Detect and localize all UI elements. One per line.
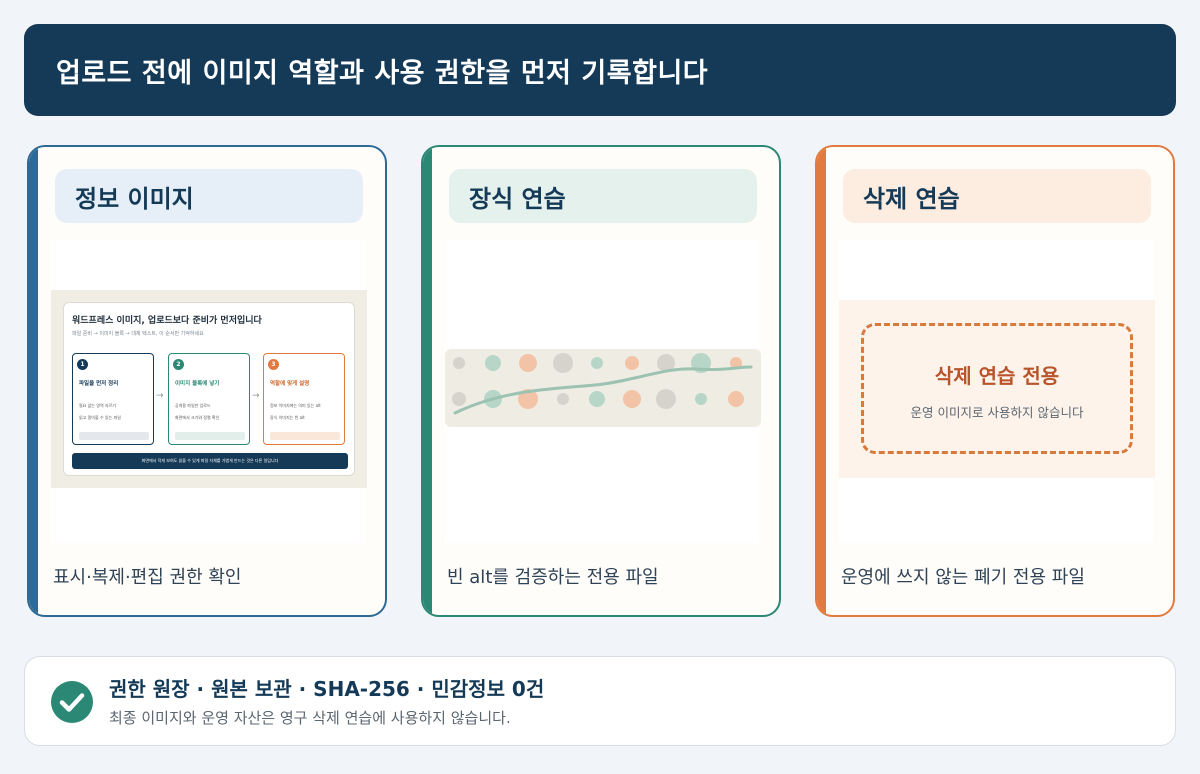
card-preview-area [445, 240, 761, 543]
card-delete-practice: 삭제 연습 삭제 연습 전용 운영 이미지로 사용하지 않습니다 운영에 쓰지 … [815, 145, 1175, 617]
card-caption: 운영에 쓰지 않는 폐기 전용 파일 [841, 567, 1085, 588]
mini-step-bar [270, 432, 340, 440]
card-accent-stripe [423, 147, 432, 615]
card-title-pill: 삭제 연습 [843, 169, 1151, 223]
card-title: 삭제 연습 [863, 184, 960, 213]
mini-step-number: 3 [268, 359, 279, 370]
mini-step-number: 2 [173, 359, 184, 370]
decorative-pattern [445, 349, 761, 427]
mini-step-title: 이미지 블록에 넣기 [175, 381, 220, 387]
delete-practice-title: 삭제 연습 전용 [934, 364, 1060, 388]
summary-bar: 권한 원장 · 원본 보관 · SHA-256 · 민감정보 0건 최종 이미지… [24, 656, 1176, 746]
mini-panel: 워드프레스 이미지, 업로드보다 준비가 먼저입니다 파일 준비 → 이미지 블… [63, 302, 355, 476]
mini-step-number: 1 [77, 359, 88, 370]
arrow-right-icon: → [252, 391, 260, 401]
mini-step-3: 3 역할에 맞게 설명 정보 이미지에는 의미 있는 alt 장식 이미지는 빈… [263, 353, 345, 445]
delete-practice-subtitle: 운영 이미지로 사용하지 않습니다 [910, 405, 1084, 420]
mini-step-line: 정보 이미지에는 의미 있는 alt [270, 403, 321, 408]
card-decorative-practice: 장식 연습 [421, 145, 781, 617]
card-accent-stripe [817, 147, 826, 615]
card-preview-area: 삭제 연습 전용 운영 이미지로 사용하지 않습니다 [839, 240, 1155, 543]
mini-step-line: 읽고 알아볼 수 있는 파일 [79, 415, 121, 420]
card-caption: 표시·복제·편집 권한 확인 [53, 567, 242, 588]
card-title: 장식 연습 [469, 184, 566, 213]
card-title: 정보 이미지 [75, 184, 194, 213]
mini-infographic: 워드프레스 이미지, 업로드보다 준비가 먼저입니다 파일 준비 → 이미지 블… [51, 290, 367, 488]
mini-step-line: 화면에서 크기와 정렬 확인 [175, 415, 220, 420]
summary-subtitle: 최종 이미지와 운영 자산은 영구 삭제 연습에 사용하지 않습니다. [109, 709, 511, 727]
card-title-pill: 장식 연습 [449, 169, 757, 223]
mini-step-bar [79, 432, 149, 440]
mini-footer: 화면에서 작게 보여도 읽을 수 있게 파일 자체를 가볍게 만드는 것은 다른… [72, 453, 348, 469]
delete-practice-image: 삭제 연습 전용 운영 이미지로 사용하지 않습니다 [839, 300, 1155, 478]
card-preview-area: 워드프레스 이미지, 업로드보다 준비가 먼저입니다 파일 준비 → 이미지 블… [51, 240, 367, 543]
decorative-dots-graphic [452, 353, 753, 415]
card-caption: 빈 alt를 검증하는 전용 파일 [447, 567, 659, 588]
card-accent-stripe [29, 147, 38, 615]
header-banner: 업로드 전에 이미지 역할과 사용 권한을 먼저 기록합니다 [24, 24, 1176, 116]
mini-subtitle: 파일 준비 → 이미지 블록 → 대체 텍스트, 이 순서만 기억하세요 [72, 331, 204, 337]
mini-step-2: 2 이미지 블록에 넣기 공개용 파일만 업로드 화면에서 크기와 정렬 확인 [168, 353, 250, 445]
card-title-pill: 정보 이미지 [55, 169, 363, 223]
mini-step-line: 필요 없는 영역 자르기 [79, 403, 116, 408]
delete-practice-dashed-box: 삭제 연습 전용 운영 이미지로 사용하지 않습니다 [861, 323, 1133, 454]
mini-step-title: 역할에 맞게 설명 [270, 381, 310, 387]
mini-step-line: 장식 이미지는 빈 alt [270, 415, 305, 420]
summary-title: 권한 원장 · 원본 보관 · SHA-256 · 민감정보 0건 [109, 677, 545, 701]
mini-step-bar [175, 432, 245, 440]
mini-step-line: 공개용 파일만 업로드 [175, 403, 211, 408]
mini-title: 워드프레스 이미지, 업로드보다 준비가 먼저입니다 [72, 316, 262, 326]
mini-step-1: 1 파일을 먼저 정리 필요 없는 영역 자르기 읽고 알아볼 수 있는 파일 [72, 353, 154, 445]
page-title: 업로드 전에 이미지 역할과 사용 권한을 먼저 기록합니다 [56, 57, 709, 89]
arrow-right-icon: → [156, 391, 164, 401]
mini-step-title: 파일을 먼저 정리 [79, 381, 119, 387]
card-info-image: 정보 이미지 워드프레스 이미지, 업로드보다 준비가 먼저입니다 파일 준비 … [27, 145, 387, 617]
check-circle-icon [51, 681, 93, 723]
